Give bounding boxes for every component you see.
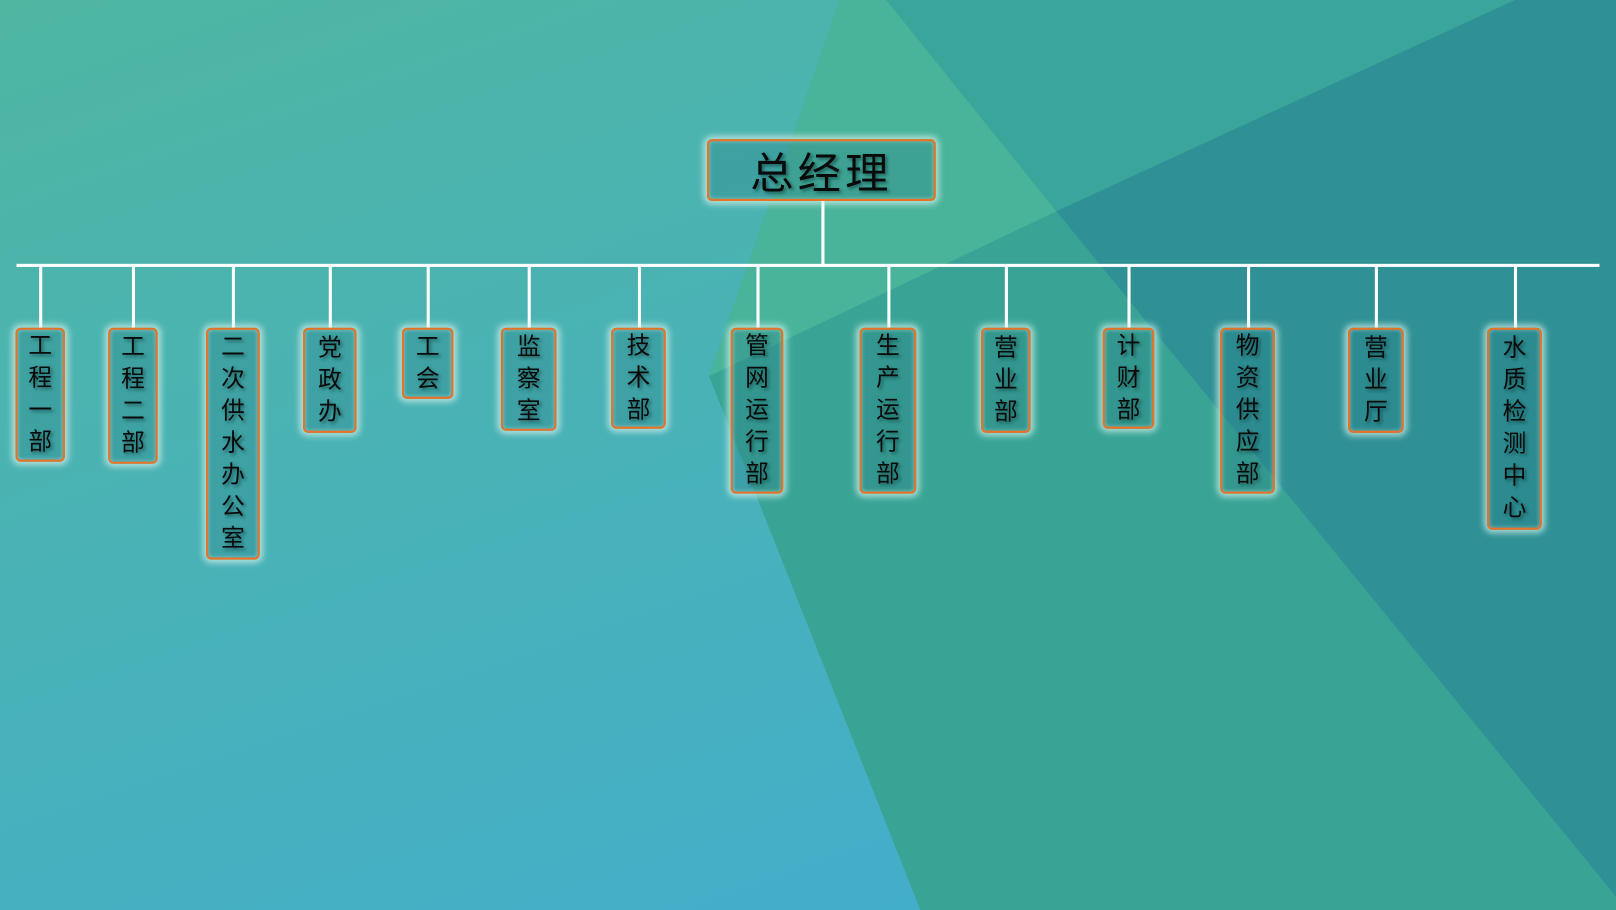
dept-node[interactable]: 监察室 xyxy=(500,327,557,431)
dept-connector xyxy=(328,265,332,328)
dept-label: 工会 xyxy=(415,333,440,393)
dept-node[interactable]: 工程二部 xyxy=(108,327,158,464)
dept-node[interactable]: 物资供应部 xyxy=(1220,327,1275,494)
dept-node[interactable]: 计财部 xyxy=(1102,327,1155,429)
dept-connector xyxy=(39,265,43,328)
dept-connector xyxy=(426,265,430,328)
dept-label: 生产运行部 xyxy=(876,332,900,488)
dept-connector xyxy=(637,265,642,328)
dept-label: 工程一部 xyxy=(28,332,53,456)
dept-node[interactable]: 党政办 xyxy=(302,327,357,433)
dept-connector xyxy=(1247,265,1251,328)
dept-connector xyxy=(1513,265,1518,328)
dept-label: 二次供水办公室 xyxy=(221,333,245,553)
dept-node[interactable]: 工程一部 xyxy=(15,327,65,462)
horizontal-connector xyxy=(16,263,1600,267)
dept-connector xyxy=(1004,265,1008,328)
dept-node[interactable]: 水质检测中心 xyxy=(1487,327,1542,530)
dept-label: 监察室 xyxy=(516,333,541,425)
dept-connector xyxy=(887,265,891,328)
dept-label: 技术部 xyxy=(626,332,651,424)
dept-node[interactable]: 生产运行部 xyxy=(859,327,917,494)
dept-node[interactable]: 管网运行部 xyxy=(730,327,784,494)
dept-node[interactable]: 技术部 xyxy=(611,327,666,429)
dept-label: 工程二部 xyxy=(121,333,145,457)
dept-label: 营业厅 xyxy=(1363,334,1388,426)
root-node[interactable]: 总经理 xyxy=(706,139,936,201)
root-label: 总经理 xyxy=(750,147,893,199)
dept-label: 物资供应部 xyxy=(1235,332,1260,488)
dept-connector xyxy=(527,265,531,328)
dept-label: 营业部 xyxy=(994,334,1018,426)
dept-label: 计财部 xyxy=(1116,332,1141,424)
dept-connector xyxy=(231,265,235,328)
dept-connector xyxy=(1374,265,1378,328)
dept-connector xyxy=(1127,265,1131,328)
dept-node[interactable]: 二次供水办公室 xyxy=(206,327,260,560)
dept-label: 管网运行部 xyxy=(745,332,769,488)
dept-node[interactable]: 营业部 xyxy=(981,327,1031,433)
dept-connector xyxy=(131,265,136,328)
dept-connector xyxy=(756,265,760,328)
dept-label: 水质检测中心 xyxy=(1502,334,1527,522)
dept-node[interactable]: 营业厅 xyxy=(1348,327,1404,433)
root-connector xyxy=(821,200,825,266)
dept-label: 党政办 xyxy=(317,334,342,426)
dept-node[interactable]: 工会 xyxy=(401,327,454,399)
